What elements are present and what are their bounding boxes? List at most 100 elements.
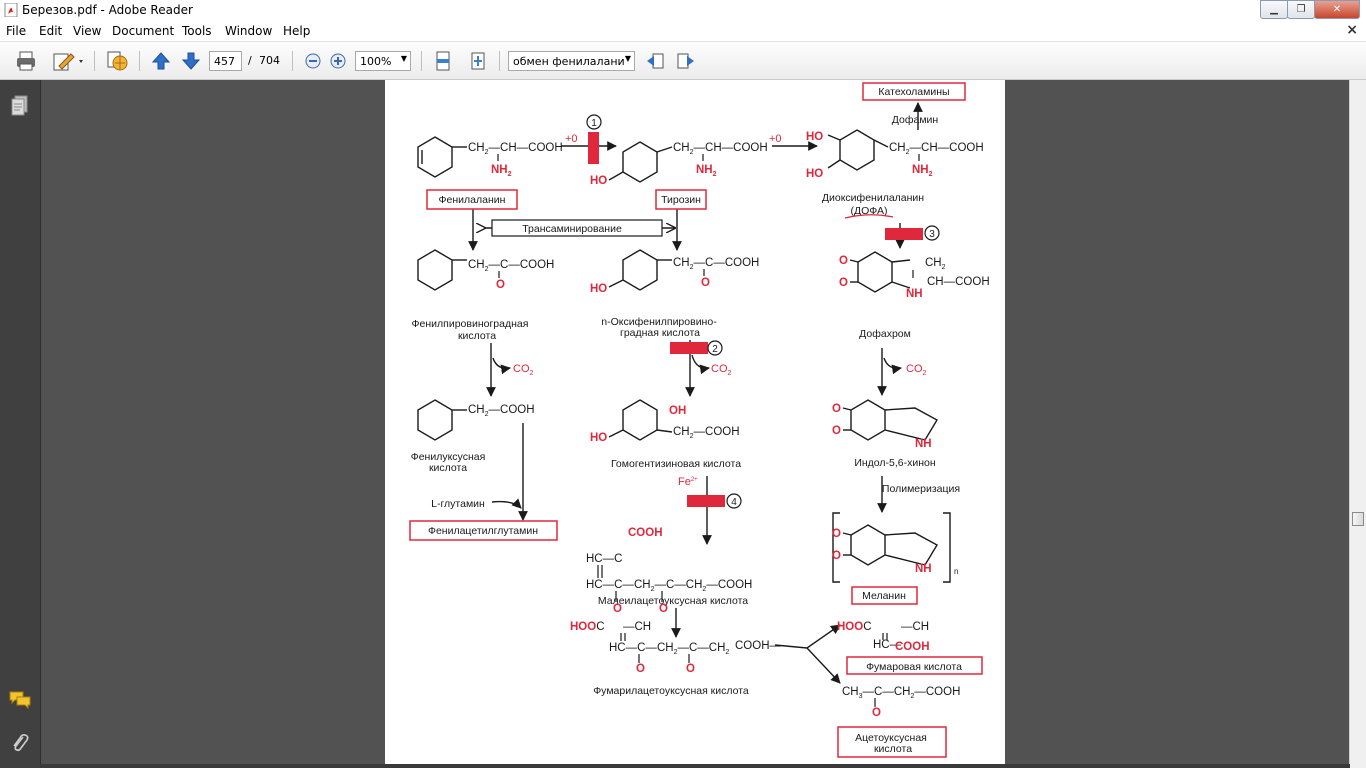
enzyme-block-4 [687,495,725,507]
formula-text: CH3—C—CH2—COOH [842,686,960,700]
pages-icon[interactable] [10,95,30,117]
quinone-ring [850,399,886,441]
zoom-out-button[interactable] [303,50,323,72]
pdf-page: 1 2 3 4 Катехоламины Дофамин Фенилаланин… [385,80,1005,768]
hydroxyphenylpyruvic-label-2: градная кислота [620,327,700,339]
acetoacetic-label: Ацетоуксусная [855,732,927,744]
indolequinone-label: Индол-5,6-хинон [854,457,936,469]
plus-o-label: +0 [769,133,782,145]
catecholamines-label: Катехоламины [878,86,949,98]
label-box [846,656,983,675]
toolbar: 457 / 704 100% ▼ обмен фенилалани ▼ [0,42,1366,80]
menu-edit[interactable]: Edit [39,24,63,38]
menu-view[interactable]: View [73,24,102,38]
carboxyl-group: COOH [628,527,663,539]
quinone-oxygen: O [832,528,841,540]
formula-text: HC—C—CH2—C—CH2—COOH [586,579,752,593]
hydroxyl-group: OH [669,405,686,417]
label-box [837,726,947,758]
paperclip-icon[interactable] [10,732,30,754]
vertical-scrollbar[interactable] [1349,80,1366,768]
maximize-button[interactable]: ❐ [1287,0,1315,19]
tyrosine-label: Тирозин [661,194,701,206]
amino-group: NH2 [696,164,717,178]
label-box [409,520,558,541]
keto-oxygen: O [659,603,668,615]
formula-text: HC— [873,639,902,651]
fit-page-icon [471,52,485,70]
find-previous-icon [647,53,664,69]
benzene-ring [417,249,453,291]
indole-nh: NH [906,288,923,300]
enzyme-block-2 [670,342,708,354]
menu-file[interactable]: File [6,24,27,38]
benzene-ring [417,399,453,441]
label-box [655,189,707,210]
co2-release-arrow [691,354,710,375]
window-title: Березов.pdf - Adobe Reader [22,3,193,17]
benzene-ring [839,129,875,171]
formula-text: HC—C—CH2—C—CH2 [609,642,729,656]
hydroxyl-group: HO [806,131,823,143]
polymer-bracket-right [943,512,951,583]
amino-group: NH2 [491,164,512,178]
menu-tools[interactable]: Tools [182,24,212,38]
comments-icon[interactable] [9,690,31,710]
page-number-value: 457 [214,54,235,68]
hydroxyphenylpyruvic-label: n-Оксифенилпировино- [601,316,717,328]
plus-circle-icon [330,53,346,69]
dopa-abbr-label: (ДОФА) [850,205,887,217]
quinone-oxygen: O [839,277,848,289]
fit-page-button[interactable] [467,50,489,72]
step-number: 3 [929,229,935,240]
menu-bar: File Edit View Document Tools Window Hel… [0,21,1366,42]
transamination-label: Трансаминирование [522,223,622,235]
page-number-input[interactable]: 457 [209,51,242,71]
arrow-to-fumarate [774,624,841,649]
keto-oxygen: O [701,277,710,289]
window-controls: ▁ ❐ ✕ [1260,0,1360,19]
zoom-in-button[interactable] [328,50,348,72]
previous-page-button[interactable] [150,50,172,72]
scrolling-mode-button[interactable] [432,50,454,72]
co2-release-arrow [492,357,511,375]
label-box [426,189,518,210]
toolbar-separator [139,51,140,71]
phenylacetic-label: Фенилуксусная [411,451,486,463]
zoom-select[interactable]: 100% ▼ [355,51,411,71]
minimize-button[interactable]: ▁ [1260,0,1288,19]
indole-nh: NH [915,563,932,575]
menu-window[interactable]: Window [225,24,273,38]
title-bar: Березов.pdf - Adobe Reader ▁ ❐ ✕ [0,0,1366,21]
chevron-down-icon: ▼ [624,54,631,63]
find-previous-button[interactable] [644,50,666,72]
polymer-index: n [954,567,958,576]
keto-oxygen: O [496,279,505,291]
find-next-button[interactable] [675,50,697,72]
collaborate-button[interactable] [104,50,130,72]
step-number: 4 [731,497,737,508]
attach-menu-button[interactable] [50,50,86,72]
formula-text: CH2 [925,257,946,271]
toolbar-separator [421,51,422,71]
phenylpyruvic-label-2: кислота [458,330,496,342]
close-document-icon[interactable]: × [1346,22,1358,38]
find-input[interactable]: обмен фенилалани ▼ [508,51,635,71]
globe-share-icon [107,51,128,71]
hydroxyl-group: HO [590,175,607,187]
step-marker [924,225,940,241]
toolbar-separator [94,51,95,71]
quinone-ring [857,251,893,293]
step-marker [586,114,602,130]
menu-help[interactable]: Help [283,24,311,38]
label-box [851,586,918,605]
print-button[interactable] [14,50,38,72]
scrollbar-thumb[interactable] [1352,512,1364,526]
hydroxyl-group: HO [590,283,607,295]
next-page-button[interactable] [180,50,202,72]
menu-document[interactable]: Document [112,24,175,38]
close-button[interactable]: ✕ [1314,0,1360,19]
page-total: 704 [259,54,280,67]
acetoacetic-label-2: кислота [874,743,912,755]
co2-label: CO2 [513,363,534,377]
